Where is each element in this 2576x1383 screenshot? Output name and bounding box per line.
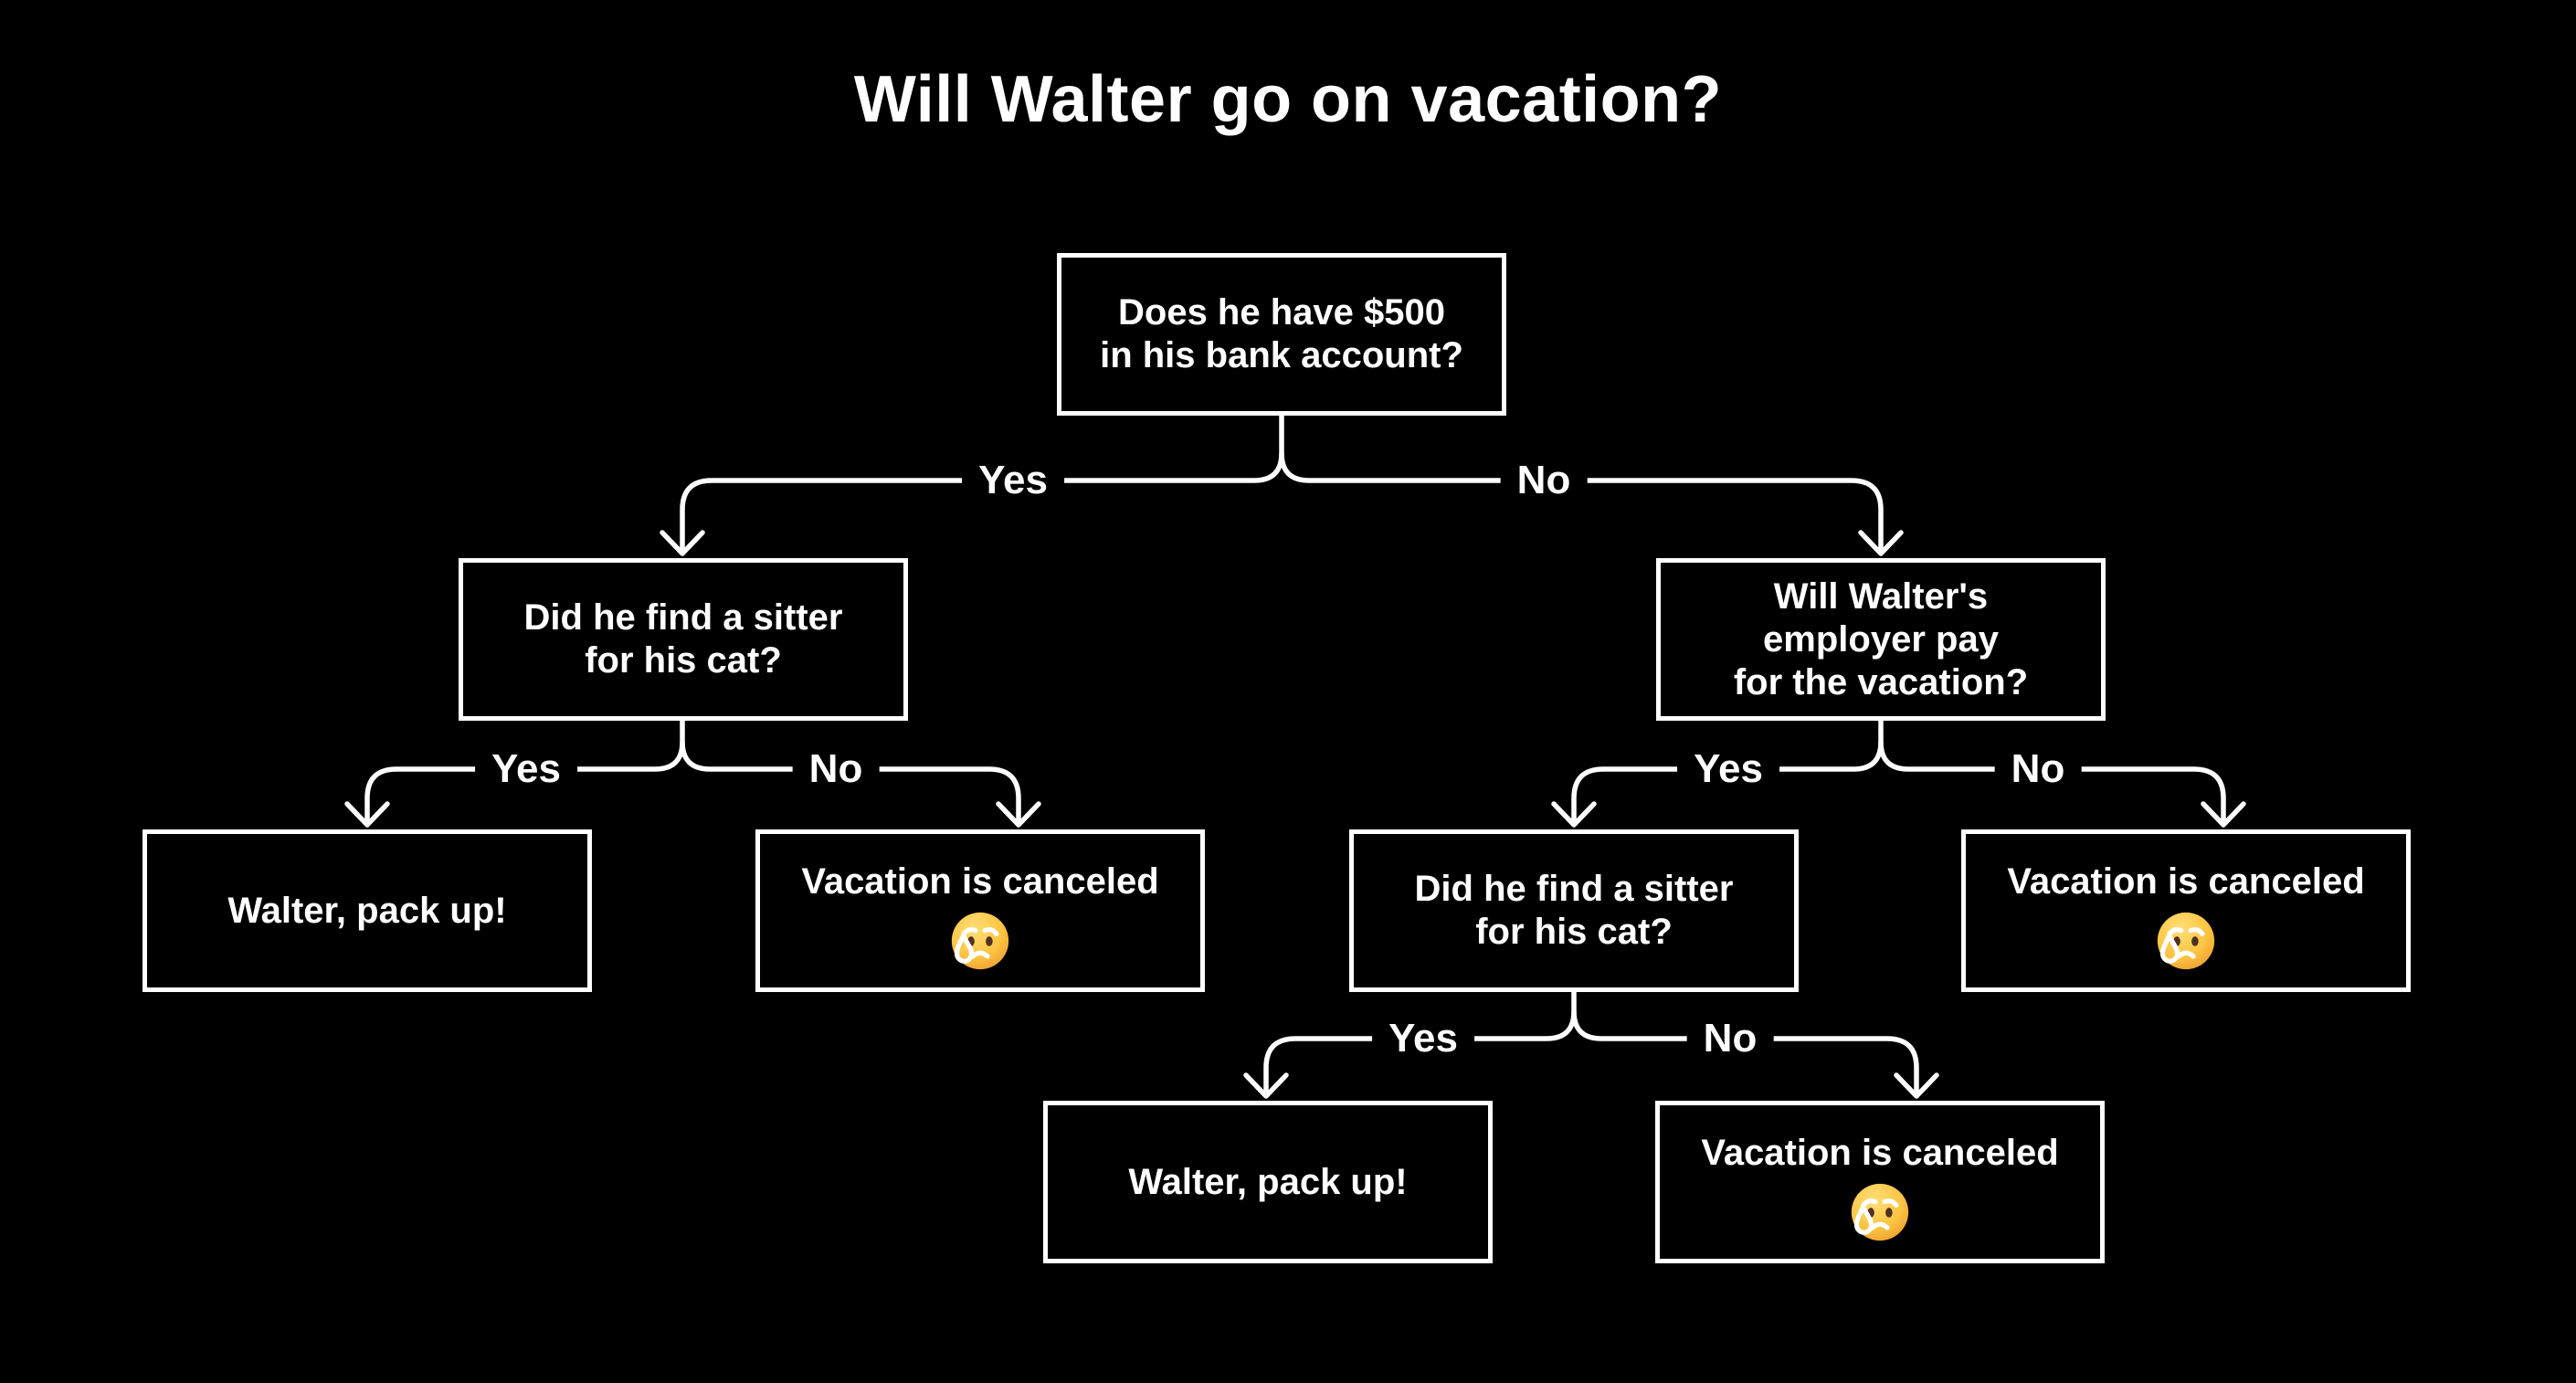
node-canceled-left-result: Vacation is canceled bbox=[755, 829, 1205, 992]
arrowhead-employer-yes bbox=[1551, 801, 1597, 828]
branch-sitter-left-no-line bbox=[680, 741, 1021, 822]
edge-label-employer-no: No bbox=[1994, 746, 2082, 792]
edge-label-root-yes: Yes bbox=[962, 458, 1064, 503]
arrowhead-root-yes bbox=[660, 530, 705, 556]
arrowhead-sitter-left-no bbox=[996, 801, 1041, 828]
node-employer-text: Will Walter's employer pay for the vacat… bbox=[1733, 575, 2029, 702]
node-sitter-right-question: Did he find a sitter for his cat? bbox=[1349, 829, 1799, 992]
edge-label-sitter-right-no: No bbox=[1686, 1016, 1774, 1061]
edge-label-sitter-right-yes: Yes bbox=[1372, 1016, 1474, 1061]
node-sitter-right-text: Did he find a sitter for his cat? bbox=[1414, 869, 1734, 952]
node-root-text: Does he have $500 in his bank account? bbox=[1100, 292, 1463, 375]
node-pack-left-result: Walter, pack up! bbox=[143, 829, 592, 992]
node-pack-bottom-result: Walter, pack up! bbox=[1043, 1101, 1493, 1263]
node-canceled-bottom-result: Vacation is canceled bbox=[1655, 1101, 2105, 1263]
branch-employer-no-line bbox=[1878, 741, 2226, 822]
sad-but-relieved-face-emoji bbox=[1849, 1181, 1911, 1243]
edge-label-sitter-left-yes: Yes bbox=[475, 746, 577, 792]
sad-but-relieved-face-emoji bbox=[949, 910, 1011, 972]
branch-root-no-line bbox=[1279, 452, 1884, 552]
node-root-question: Does he have $500 in his bank account? bbox=[1057, 253, 1506, 416]
arrowhead-sitter-left-yes bbox=[344, 801, 390, 828]
arrowhead-employer-no bbox=[2201, 801, 2246, 828]
node-canceled-bottom-text: Vacation is canceled bbox=[1701, 1133, 2059, 1173]
edge-label-employer-yes: Yes bbox=[1677, 746, 1779, 792]
edge-label-sitter-left-no: No bbox=[792, 746, 880, 792]
node-sitter-left-text: Did he find a sitter for his cat? bbox=[523, 597, 843, 681]
node-canceled-right-text: Vacation is canceled bbox=[2007, 861, 2365, 902]
branch-sitter-right-no-line bbox=[1571, 1010, 1919, 1093]
node-sitter-left-question: Did he find a sitter for his cat? bbox=[459, 558, 908, 721]
sad-but-relieved-face-emoji bbox=[2155, 910, 2217, 972]
node-canceled-right-result: Vacation is canceled bbox=[1961, 829, 2411, 992]
node-pack-bottom-text: Walter, pack up! bbox=[1128, 1161, 1408, 1202]
edge-label-root-no: No bbox=[1500, 458, 1588, 503]
arrowhead-root-no bbox=[1858, 530, 1904, 556]
arrowhead-sitter-right-yes bbox=[1243, 1072, 1289, 1099]
arrowhead-sitter-right-no bbox=[1894, 1072, 1939, 1099]
node-employer-question: Will Walter's employer pay for the vacat… bbox=[1656, 558, 2106, 721]
node-pack-left-text: Walter, pack up! bbox=[227, 890, 507, 931]
diagram-title: Will Walter go on vacation? bbox=[853, 63, 1723, 136]
node-canceled-left-text: Vacation is canceled bbox=[801, 861, 1159, 902]
